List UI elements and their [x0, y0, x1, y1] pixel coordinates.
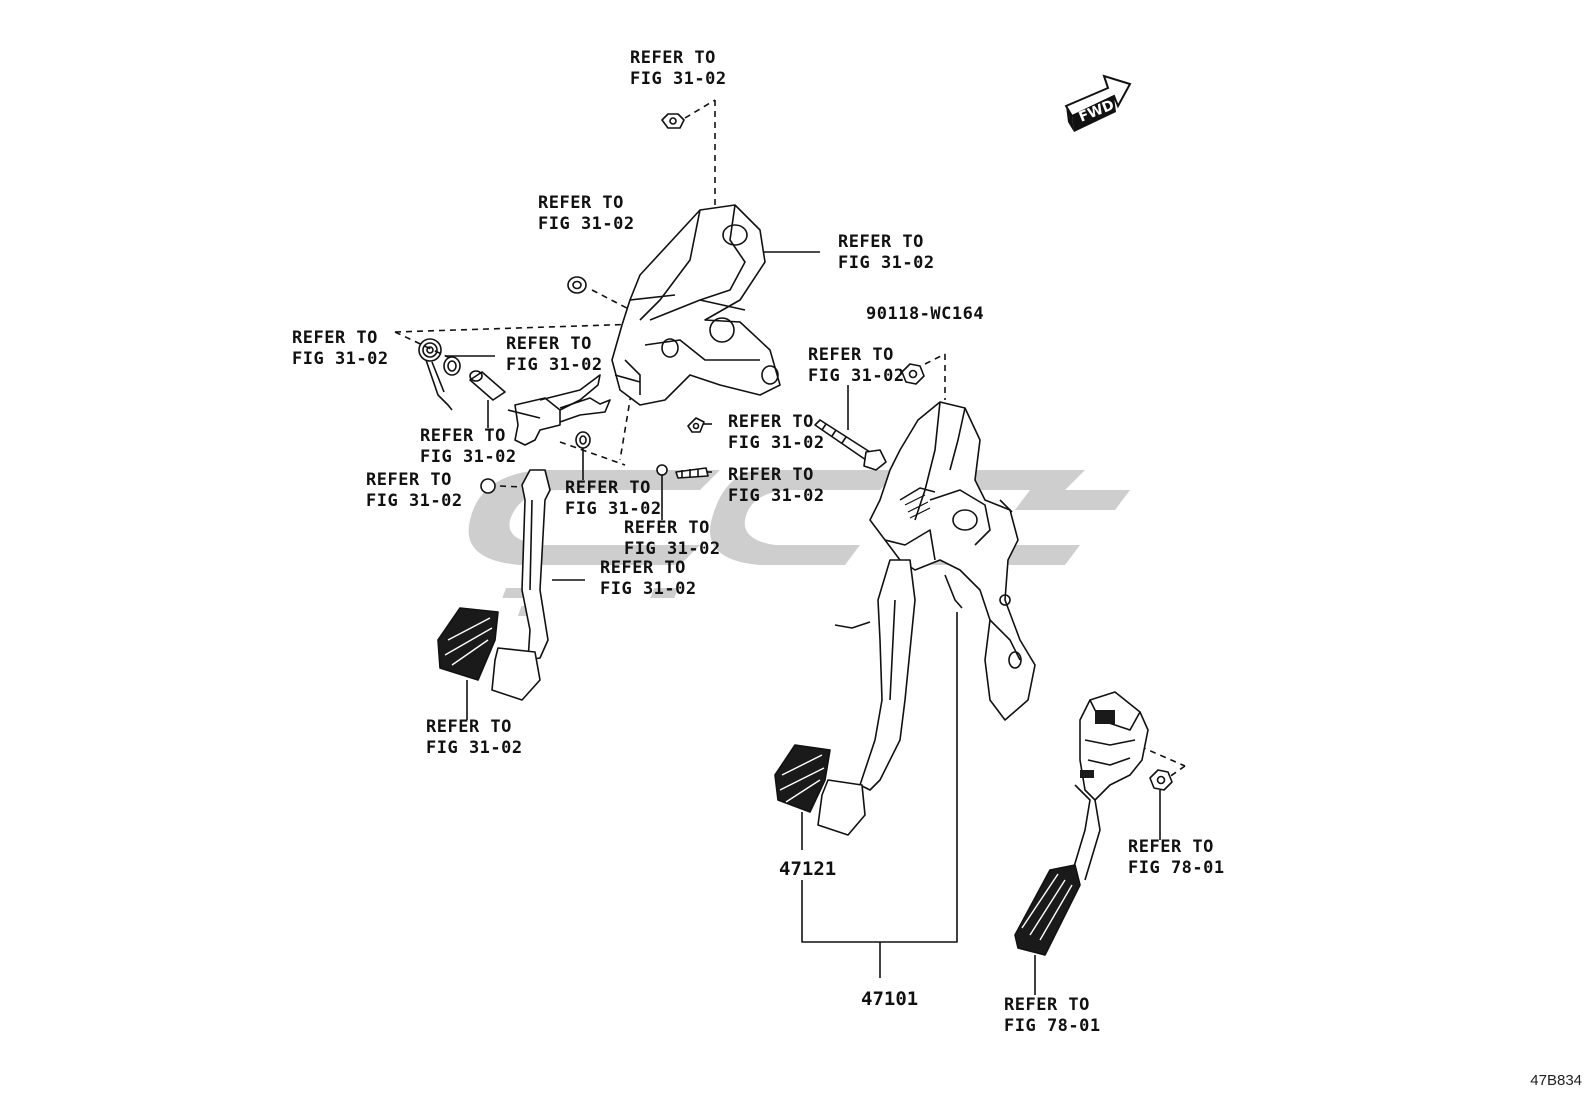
fwd-arrow-icon: FWD: [1064, 74, 1132, 132]
bolt-small-2: [675, 467, 709, 479]
accelerator-pedal: [1069, 691, 1149, 881]
clutch-pedal-pad: [491, 647, 541, 701]
leader-lines: [445, 251, 1161, 995]
diagram-id: 47B834: [1530, 1072, 1582, 1089]
return-spring: [418, 338, 453, 411]
bushing-right: [575, 431, 591, 449]
brake-pad-rubber: [774, 744, 831, 813]
bushing-left: [443, 356, 461, 376]
part-number-47101: 47101: [861, 988, 919, 1010]
bolt-small-1: [687, 417, 705, 433]
pedal-bracket: [611, 204, 781, 406]
collar: [469, 370, 506, 401]
nut-90118: [901, 363, 925, 385]
brake-pedal-pad: [817, 779, 866, 836]
nut-small: [656, 464, 668, 476]
part-number-90118: 90118-WC164: [866, 304, 985, 324]
nut-accelerator: [1149, 769, 1173, 791]
switch-bracket: [507, 374, 611, 446]
clutch-pad-rubber: [437, 607, 499, 681]
clutch-pedal-arm: [521, 469, 551, 661]
part-number-47121: 47121: [779, 858, 837, 880]
long-bolt: [814, 419, 887, 471]
brake-pedal-bracket: [869, 401, 1036, 721]
clip: [480, 478, 496, 494]
nut-left: [567, 276, 587, 294]
accelerator-pad: [1014, 864, 1081, 956]
brake-pedal-arm: [834, 559, 916, 791]
nut-top: [661, 113, 685, 129]
